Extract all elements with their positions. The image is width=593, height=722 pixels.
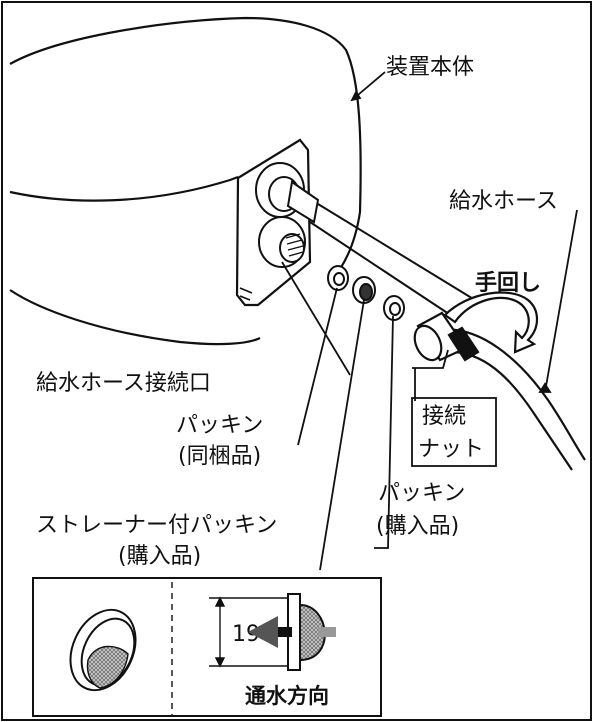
- connection-nut-label-2: ナット: [418, 437, 484, 462]
- strainer-detail-inset: 19 通水方向: [32, 577, 382, 717]
- connection-nut-label: 接続: [422, 404, 466, 429]
- packing-included-label: パッキン: [176, 413, 263, 438]
- supply-hose-connection-port: [258, 216, 306, 268]
- supply-hose-label: 給水ホース: [449, 189, 558, 214]
- packing-purchased-label: パッキン: [378, 481, 465, 506]
- strainer-perspective: [69, 608, 137, 692]
- flow-direction-label: 通水方向: [245, 684, 329, 708]
- main-unit-illustration: [9, 16, 362, 346]
- main-unit-label: 装置本体: [386, 55, 474, 80]
- hand-turn-arrow-icon: [443, 291, 539, 354]
- supply-hose: [413, 311, 586, 471]
- packing-included-note: (同梱品): [178, 444, 261, 469]
- flow-arrow-icon: [248, 616, 292, 648]
- strainer-packing: [352, 276, 376, 304]
- strainer-packing-note: (購入品): [118, 544, 201, 569]
- dimension-marker: [209, 596, 290, 668]
- upper-fitting: [255, 162, 476, 319]
- packing-purchased: [383, 295, 405, 321]
- leader-lines: [281, 71, 578, 571]
- strainer-side-view: [287, 593, 336, 671]
- packing-included: [327, 265, 349, 291]
- hand-turn-label: 手回し: [475, 271, 541, 296]
- packing-purchased-note: (購入品): [376, 514, 459, 539]
- connection-port-label: 給水ホース接続口: [36, 371, 211, 396]
- strainer-packing-label: ストレーナー付パッキン: [36, 513, 277, 538]
